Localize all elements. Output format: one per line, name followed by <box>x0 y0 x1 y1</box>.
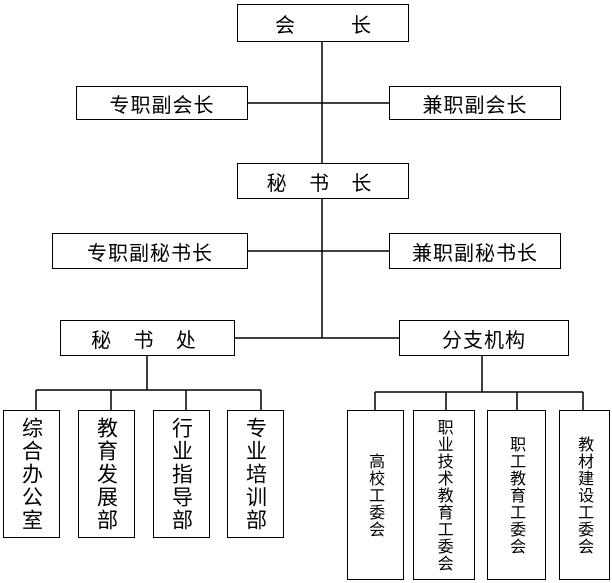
committee-box: 教材建设工委会 <box>559 410 610 580</box>
secretariat-label: 秘 书 处 <box>91 327 204 352</box>
department-box: 专业培训部 <box>227 410 284 538</box>
department-box: 行业指导部 <box>153 410 210 538</box>
committee-label: 教材建设工委会 <box>575 435 595 555</box>
deputy-sg-fulltime-label: 专职副秘书长 <box>87 240 213 265</box>
branches-box: 分支机构 <box>399 320 569 356</box>
secretary-general-label: 秘 书 长 <box>266 170 380 195</box>
committee-box: 职业技术教育工委会 <box>413 410 475 580</box>
department-box: 综合办公室 <box>3 410 60 538</box>
president-box: 会 长 <box>237 4 409 42</box>
department-label: 教育发展部 <box>94 416 119 532</box>
president-label: 会 长 <box>275 12 389 37</box>
deputy-sg-fulltime-box: 专职副秘书长 <box>52 233 248 269</box>
department-label: 行业指导部 <box>169 416 194 532</box>
department-box: 教育发展部 <box>78 410 135 538</box>
secretary-general-box: 秘 书 长 <box>237 163 409 199</box>
deputy-sg-parttime-label: 兼职副秘书长 <box>412 240 538 265</box>
committee-box: 职工教育工委会 <box>487 410 546 580</box>
vp-fulltime-box: 专职副会长 <box>76 86 248 120</box>
branches-label: 分支机构 <box>442 327 526 352</box>
vp-fulltime-label: 专职副会长 <box>109 92 215 117</box>
committee-label: 职工教育工委会 <box>507 435 527 555</box>
committee-box: 高校工委会 <box>347 410 404 580</box>
secretariat-box: 秘 书 处 <box>60 320 235 356</box>
vp-parttime-label: 兼职副会长 <box>422 92 528 117</box>
department-label: 专业培训部 <box>243 416 268 532</box>
committee-label: 职业技术教育工委会 <box>434 418 454 572</box>
deputy-sg-parttime-box: 兼职副秘书长 <box>389 233 561 269</box>
department-label: 综合办公室 <box>19 416 44 532</box>
vp-parttime-box: 兼职副会长 <box>389 86 561 120</box>
committee-label: 高校工委会 <box>366 452 386 538</box>
